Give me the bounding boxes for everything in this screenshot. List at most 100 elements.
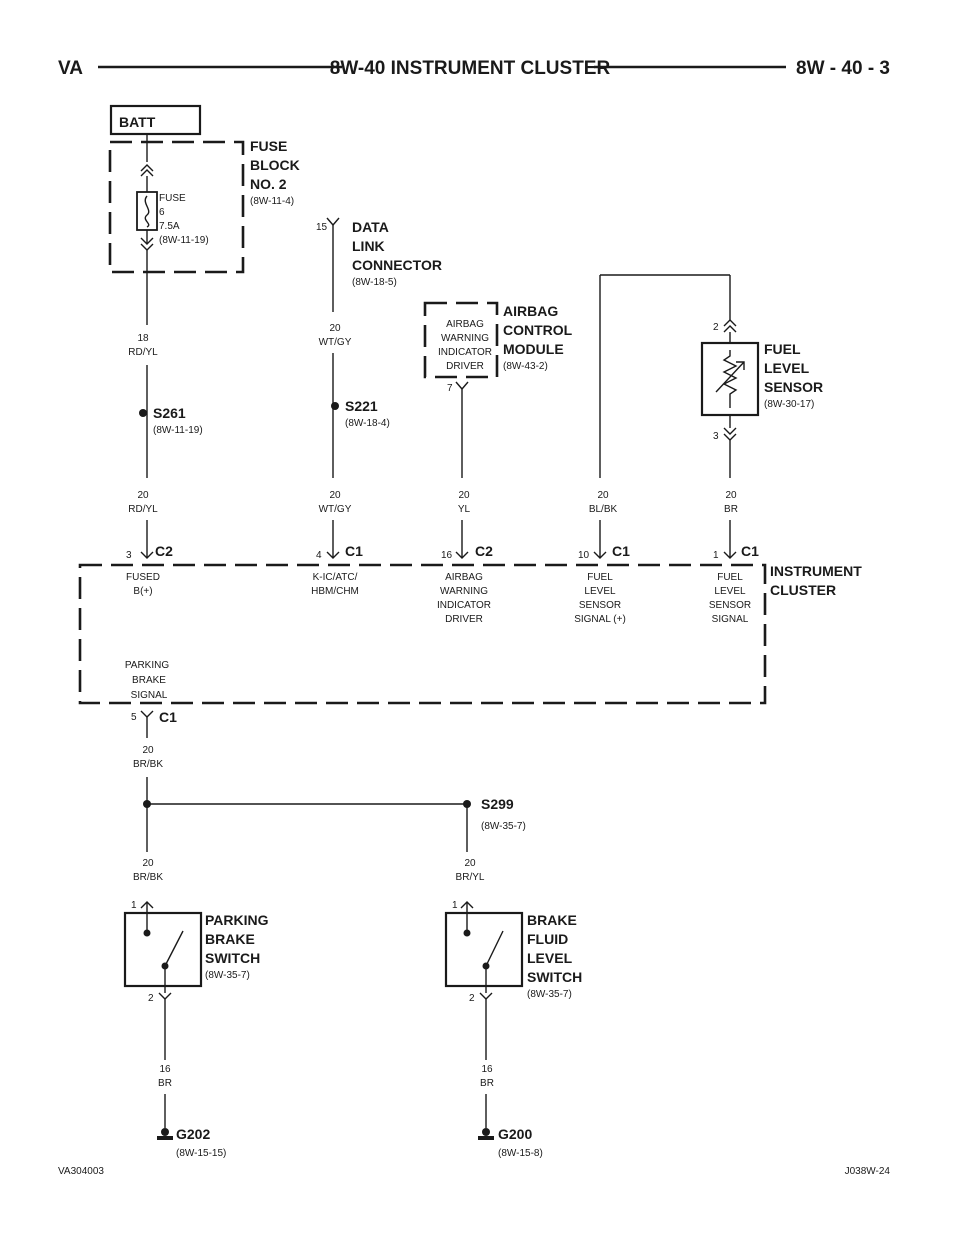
splice-s299-ref: (8W-35-7)	[481, 821, 526, 832]
dlc-connector-icon	[326, 217, 340, 227]
footer-right: J038W-24	[845, 1166, 891, 1177]
cluster-pin-1-line-4: SIGNAL	[712, 614, 749, 625]
wire-label-yl-gauge: 20	[458, 490, 470, 501]
brake-fluid-level-switch: 1 2 BRAKE FLUID LEVEL SWITCH (8W-35-7)	[444, 900, 582, 1004]
fuse-label-1: FUSE	[159, 193, 186, 204]
dlc-pin: 15	[316, 222, 328, 233]
cluster-pin-4-line-2: HBM/CHM	[311, 586, 359, 597]
cluster-pin-10-num: 10	[578, 550, 590, 561]
fuel-sensor-connector-top-icon-2	[723, 325, 737, 333]
cluster-pin-16-line-4: DRIVER	[445, 614, 483, 625]
wire-label-brbk-b-color: BR/BK	[133, 872, 163, 883]
wire-label-br16-a-gauge: 16	[159, 1064, 171, 1075]
cluster-pin-16-line-3: INDICATOR	[437, 600, 491, 611]
ground-g202-base-icon	[157, 1136, 173, 1140]
fuse-body	[136, 191, 158, 231]
cluster-name-1: INSTRUMENT	[770, 563, 862, 579]
cluster-pin-1-conn: C1	[741, 543, 759, 559]
batt-rect	[109, 104, 202, 136]
cluster-pin-3-line-1: FUSED	[126, 572, 160, 583]
cluster-pin-10-line-4: SIGNAL (+)	[574, 614, 626, 625]
wire-label-wtgy-a-gauge: 20	[329, 323, 341, 334]
cluster-pin-10-conn: C1	[612, 543, 630, 559]
cluster-pin-1-num: 1	[713, 550, 719, 561]
variable-resistor-arrow	[715, 361, 745, 393]
instrument-cluster-outline	[78, 563, 767, 705]
wire-label-rdyl20-gauge: 20	[137, 490, 149, 501]
splice-s261-dot	[139, 409, 147, 417]
ground-g202-label: G202	[176, 1126, 210, 1142]
cluster-pin-1-line-3: SENSOR	[709, 600, 751, 611]
fluid-switch-body	[444, 911, 524, 988]
fluid-switch-pin-bottom: 2	[469, 993, 475, 1004]
parking-brake-switch: 1 2 PARKING BRAKE SWITCH (8W-35-7)	[123, 900, 269, 1004]
cluster-pin-4-connector-icon	[326, 551, 340, 559]
ground-g202-eyelet-icon	[161, 1128, 169, 1136]
batt-label: BATT	[119, 114, 156, 130]
cluster-pin-4-line-1: K-IC/ATC/	[313, 572, 358, 583]
fuse-connector-top-icon	[140, 164, 154, 172]
fuse-block: FUSE BLOCK NO. 2 (8W-11-4) FUSE 6 7.5A (…	[108, 138, 300, 274]
wire-label-wtgy-a-color: WT/GY	[319, 337, 352, 348]
ground-g202-ref: (8W-15-15)	[176, 1148, 226, 1159]
cluster-pin-5-conn: C1	[159, 709, 177, 725]
fuel-sensor-pin-top: 2	[713, 322, 719, 333]
cluster-pin-16-num: 16	[441, 550, 453, 561]
cluster-pin-5-line-1: PARKING	[125, 660, 169, 671]
cluster-pin-3-line-2: B(+)	[133, 586, 152, 597]
variable-resistor-arrowhead-icon	[736, 361, 745, 370]
fluid-switch-name-4: SWITCH	[527, 969, 582, 985]
wire-label-br-gauge: 20	[725, 490, 737, 501]
batt-box: BATT	[109, 104, 202, 136]
fuse-connector-bottom-icon	[140, 237, 154, 245]
parking-switch-pin-bottom: 2	[148, 993, 154, 1004]
wire-label-wtgy-b-gauge: 20	[329, 490, 341, 501]
airbag-ref: (8W-43-2)	[503, 361, 548, 372]
wire-label-wtgy-b-color: WT/GY	[319, 504, 352, 515]
cluster-pin-16-connector-icon	[455, 551, 469, 559]
dlc-name-2: LINK	[352, 238, 385, 254]
fluid-switch-pin-top: 1	[452, 900, 458, 911]
wire-label-rdyl18-color: RD/YL	[128, 347, 158, 358]
wire-label-br-color: BR	[724, 504, 738, 515]
cluster-pin-16-line-2: WARNING	[440, 586, 488, 597]
fuel-sensor-pin-bottom: 3	[713, 431, 719, 442]
fuse-block-name-1: FUSE	[250, 138, 287, 154]
fuse-element-icon	[144, 195, 150, 228]
wire-label-yl-color: YL	[458, 504, 471, 515]
airbag-name-3: MODULE	[503, 341, 564, 357]
cluster-pin-1-line-2: LEVEL	[714, 586, 746, 597]
airbag-name-2: CONTROL	[503, 322, 573, 338]
fuel-sensor-connector-bottom-icon	[723, 427, 737, 435]
fuel-sensor-name-1: FUEL	[764, 341, 801, 357]
wire-label-br16-b-color: BR	[480, 1078, 494, 1089]
fuse-connector-top-icon-2	[140, 169, 154, 177]
data-link-connector: 15 DATA LINK CONNECTOR (8W-18-5)	[316, 217, 442, 288]
header-left: VA	[58, 58, 83, 79]
wire-label-brbk-b-gauge: 20	[142, 858, 154, 869]
cluster-pin-10-connector-icon	[593, 551, 607, 559]
cluster-pin-10-line-1: FUEL	[587, 572, 613, 583]
dlc-name-3: CONNECTOR	[352, 257, 442, 273]
ground-g200-ref: (8W-15-8)	[498, 1148, 543, 1159]
variable-resistor-icon	[722, 350, 738, 408]
fluid-switch-connector-bottom-icon	[479, 992, 493, 1000]
page-header: VA 8W-40 INSTRUMENT CLUSTER 8W - 40 - 3	[58, 58, 890, 79]
parking-switch-name-3: SWITCH	[205, 950, 260, 966]
cluster-pin-16-line-1: AIRBAG	[445, 572, 483, 583]
fluid-switch-name-1: BRAKE	[527, 912, 577, 928]
cluster-pin-10-line-3: SENSOR	[579, 600, 621, 611]
wire-label-br16-b-gauge: 16	[481, 1064, 493, 1075]
fuse-block-name-3: NO. 2	[250, 176, 287, 192]
splice-s261-label: S261	[153, 405, 186, 421]
wire-label-brbk-a-gauge: 20	[142, 745, 154, 756]
cluster-name-2: CLUSTER	[770, 582, 836, 598]
fuse-block-ref: (8W-11-4)	[250, 196, 294, 207]
wire-label-blbk-color: BL/BK	[589, 504, 618, 515]
parking-switch-ref: (8W-35-7)	[205, 970, 250, 981]
cluster-pin-5-connector-icon	[140, 710, 154, 718]
ground-g200-label: G200	[498, 1126, 532, 1142]
parking-switch-pivot-icon	[143, 929, 151, 937]
fuse-label-2: 6	[159, 207, 165, 218]
